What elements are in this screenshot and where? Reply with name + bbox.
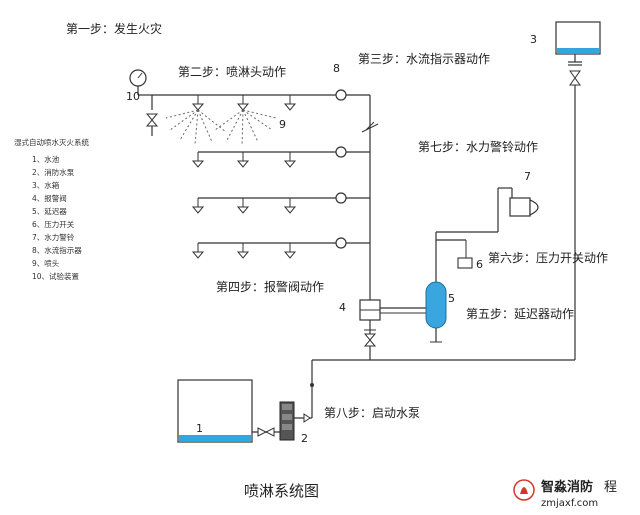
branch-pipe-3 — [191, 192, 370, 214]
step-8-label: 第八步：启动水泵 — [324, 406, 420, 420]
step-5-label: 第五步：延迟器动作 — [466, 307, 574, 321]
sprinkler-spray — [165, 109, 277, 147]
label-3: 3 — [530, 33, 537, 46]
label-10: 10 — [126, 90, 140, 103]
step-4-label: 第四步：报警阀动作 — [216, 279, 324, 294]
step-2-label: 第二步：喷淋头动作 — [178, 65, 286, 79]
alarm-line — [380, 307, 426, 314]
water-pool — [177, 379, 253, 443]
legend-item: 10、试验装置 — [32, 271, 80, 281]
watermark-name: 智淼消防 — [541, 479, 593, 495]
legend-item: 7、水力警铃 — [32, 232, 75, 242]
step-1-label: 第一步：发生火灾 — [66, 21, 162, 36]
pressure-switch — [436, 239, 473, 269]
step-6-label: 第六步：压力开关动作 — [488, 251, 608, 265]
label-4: 4 — [339, 301, 346, 314]
legend-item: 2、消防水泵 — [32, 167, 75, 177]
supply-riser-to-tank — [310, 359, 575, 418]
legend-title: 湿式自动喷水灭火系统 — [14, 137, 89, 147]
alarm-valve — [359, 299, 381, 347]
label-5: 5 — [448, 292, 455, 305]
branch-pipe-2 — [191, 146, 370, 168]
step-3-label: 第三步：水流指示器动作 — [358, 51, 490, 66]
legend-item: 6、压力开关 — [32, 219, 75, 229]
label-8: 8 — [333, 62, 340, 75]
legend-item: 9、喷头 — [32, 258, 60, 268]
label-6: 6 — [476, 258, 483, 271]
fire-pump — [252, 401, 312, 441]
watermark-suffix: 程 — [604, 480, 617, 495]
legend-item: 8、水流指示器 — [32, 245, 82, 255]
label-2: 2 — [301, 432, 308, 445]
watermark: 智淼消防 程 zmjaxf.com — [513, 479, 617, 509]
legend-item: 4、报警阀 — [32, 193, 67, 203]
test-device — [129, 69, 159, 136]
legend-item: 5、延迟器 — [32, 206, 67, 216]
label-9: 9 — [279, 118, 286, 131]
legend-item: 1、水池 — [32, 154, 60, 164]
step-7-label: 第七步：水力警铃动作 — [418, 139, 538, 154]
water-tank — [555, 21, 601, 360]
label-1: 1 — [196, 422, 203, 435]
label-7: 7 — [524, 170, 531, 183]
delay-tank — [425, 240, 447, 343]
legend-item: 3、水箱 — [32, 180, 60, 190]
top-branch-pipe — [152, 89, 370, 111]
watermark-url: zmjaxf.com — [541, 498, 598, 509]
branch-pipe-4 — [191, 237, 370, 259]
water-bell — [435, 187, 539, 240]
legend: 湿式自动喷水灭火系统 1、水池 2、消防水泵 3、水箱 4、报警阀 5、延迟器 … — [14, 137, 89, 281]
diagram-caption: 喷淋系统图 — [244, 482, 319, 500]
